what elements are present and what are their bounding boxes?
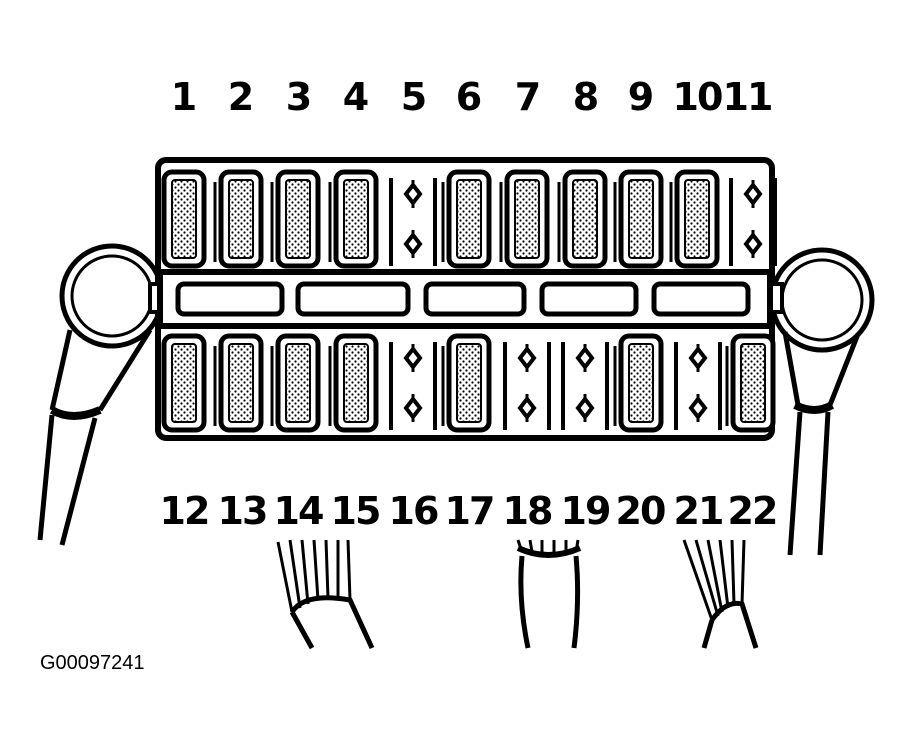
pin-number: 21 [674,489,723,533]
center-strip [157,269,773,329]
fuse-slot [270,169,321,269]
top-pin-numbers: 1 2 3 4 5 6 7 8 9 10 11 [171,75,774,119]
bottom-pin-numbers: 12 13 14 15 16 17 18 19 20 21 22 [160,489,779,533]
pin-number: 9 [628,75,653,119]
pin-number: 16 [389,489,438,533]
pin-number: 3 [286,75,310,119]
wire-harness-right [682,539,759,649]
left-mount [37,243,165,546]
empty-fuse-slot [561,342,609,430]
fuse-slot [156,333,207,433]
fuse-slot [213,333,264,433]
pin-number: 2 [228,75,252,119]
fuse-slot [328,169,379,269]
pin-number: 6 [456,75,481,119]
right-mount [769,247,875,556]
pin-number: 20 [616,489,665,533]
fuse-slot [441,169,492,269]
empty-fuse-slot [503,342,551,430]
fuse-slot [328,333,379,433]
pin-number: 14 [274,489,323,533]
fuse-slot [441,333,492,433]
fuse-slot [669,169,720,269]
pin-number: 12 [160,489,209,533]
wire-harness-left [276,539,375,650]
pin-number: 1 [171,75,195,119]
fuse-slot [270,333,321,433]
fuse-slot [613,169,664,269]
pin-number: 5 [401,75,425,119]
pin-number: 18 [503,489,552,533]
empty-fuse-slot [389,178,437,266]
empty-fuse-slot [729,178,777,266]
empty-fuse-slot [674,342,722,430]
pin-number: 10 [673,75,722,119]
pin-number: 15 [331,489,380,533]
wire-harness-center [516,539,582,649]
pin-number: 7 [515,75,539,119]
pin-number: 4 [343,75,368,119]
fuse-slot [725,333,776,433]
pin-number: 19 [561,489,610,533]
pin-number: 22 [728,489,777,533]
empty-fuse-slot [389,342,437,430]
figure-id: G00097241 [40,652,145,674]
fuse-slot [557,169,608,269]
pin-number: 13 [218,489,267,533]
fuse-slot [499,169,550,269]
fuse-slot [613,333,664,433]
fuse-slot [156,169,207,269]
bottom-fuse-row [156,333,776,433]
pin-number: 11 [723,75,772,119]
fuse-slot [213,169,264,269]
top-fuse-row [156,169,777,269]
pin-number: 17 [445,489,494,533]
pin-number: 8 [573,75,598,119]
